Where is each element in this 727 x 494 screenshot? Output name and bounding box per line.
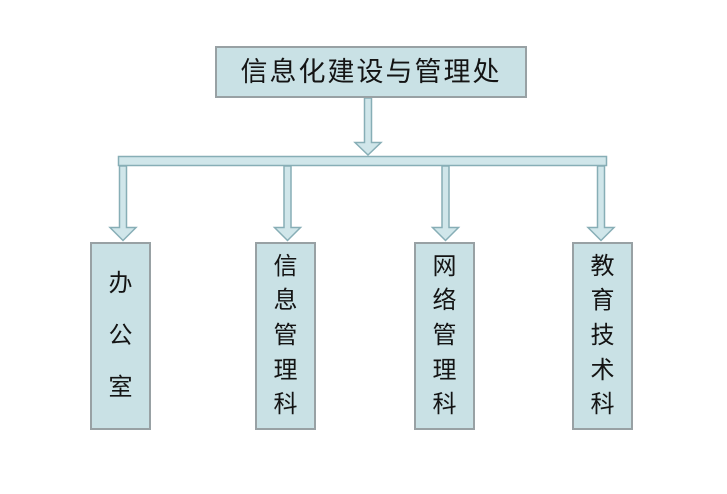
label-character: 网 — [432, 253, 457, 280]
org-root-label: 信息化建设与管理处 — [240, 56, 502, 87]
org-root-box: 信息化建设与管理处 — [215, 46, 527, 98]
label-character: 络 — [432, 288, 457, 315]
arrow-to-child-3-icon — [430, 165, 461, 242]
label-character: 信 — [273, 253, 298, 280]
arrow-root-to-bar-icon — [353, 97, 383, 157]
org-child-box-education-technology: 教育技术科 — [572, 242, 633, 430]
label-character: 理 — [273, 357, 298, 384]
arrow-to-child-2-icon — [272, 165, 303, 242]
label-character: 管 — [273, 322, 298, 349]
label-character: 管 — [432, 322, 457, 349]
label-character: 科 — [432, 392, 457, 419]
org-child-box-network-management: 网络管理科 — [414, 242, 475, 430]
org-child-label-info-management: 信息管理科 — [257, 244, 314, 428]
org-child-label-office: 办公室 — [92, 244, 149, 428]
label-character: 息 — [273, 288, 298, 315]
label-character: 教 — [590, 253, 615, 280]
label-character: 理 — [432, 357, 457, 384]
arrow-to-child-4-icon — [586, 165, 616, 242]
org-child-box-office: 办公室 — [90, 242, 151, 430]
arrow-to-child-1-icon — [108, 165, 138, 242]
label-character: 室 — [108, 375, 133, 401]
label-character: 育 — [590, 288, 615, 315]
org-child-box-info-management: 信息管理科 — [255, 242, 316, 430]
org-child-label-network-management: 网络管理科 — [416, 244, 473, 428]
label-character: 技 — [590, 322, 615, 349]
label-character: 科 — [273, 392, 298, 419]
distribution-bar — [117, 155, 608, 167]
org-child-label-education-technology: 教育技术科 — [574, 244, 631, 428]
label-character: 公 — [108, 323, 133, 349]
label-character: 办 — [108, 271, 133, 297]
label-character: 术 — [590, 357, 615, 384]
label-character: 科 — [590, 392, 615, 419]
